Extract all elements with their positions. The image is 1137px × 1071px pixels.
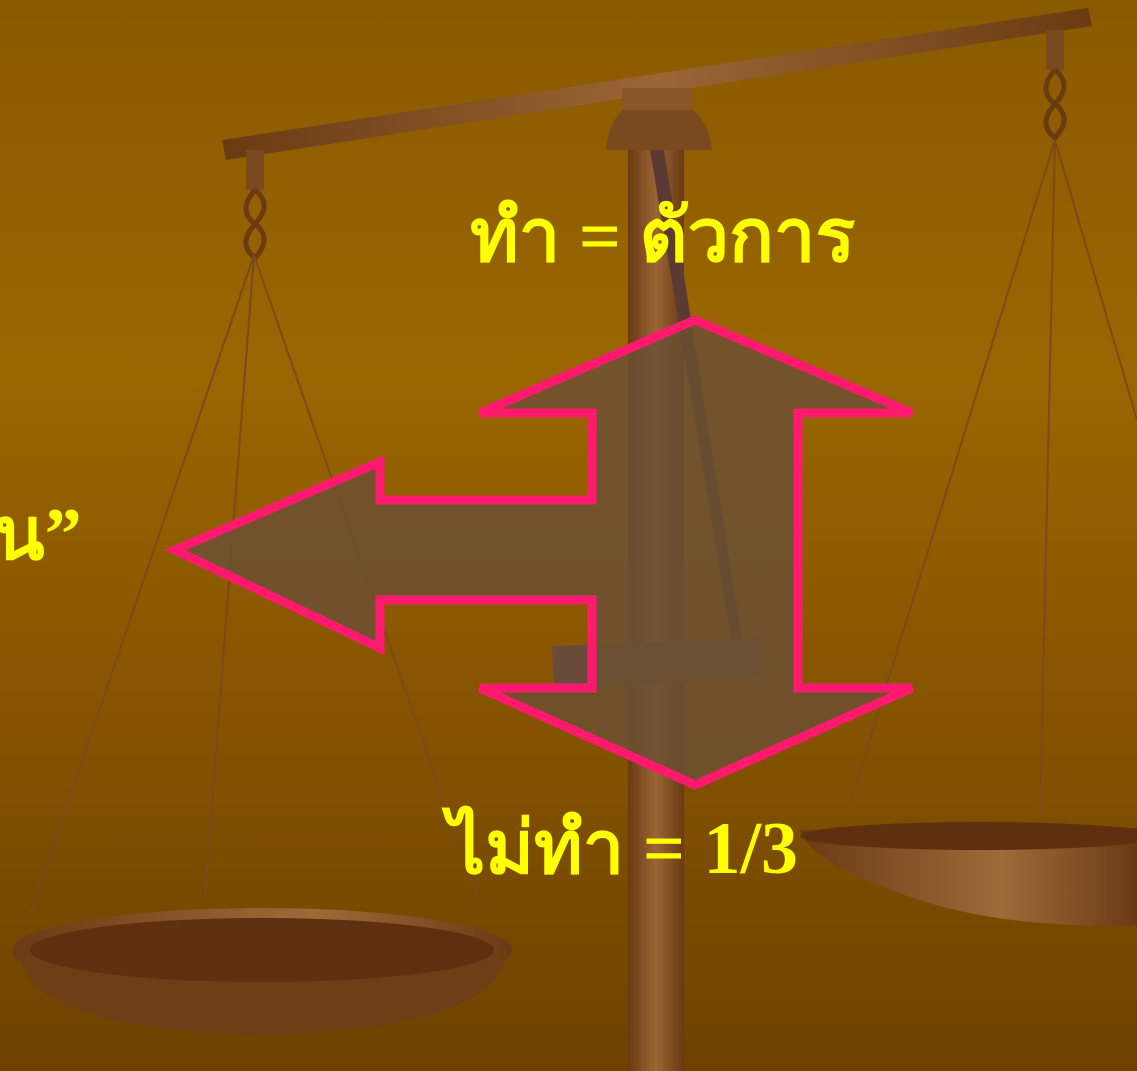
label-no-act-one-third: ไม่ทำ = 1/3: [448, 808, 799, 890]
three-way-arrow-icon: [164, 315, 914, 790]
label-left-cut-off: น”: [0, 494, 82, 576]
label-act-principal: ทำ = ตัวการ: [470, 196, 856, 278]
balance-scale-icon: [12, 8, 1137, 1071]
